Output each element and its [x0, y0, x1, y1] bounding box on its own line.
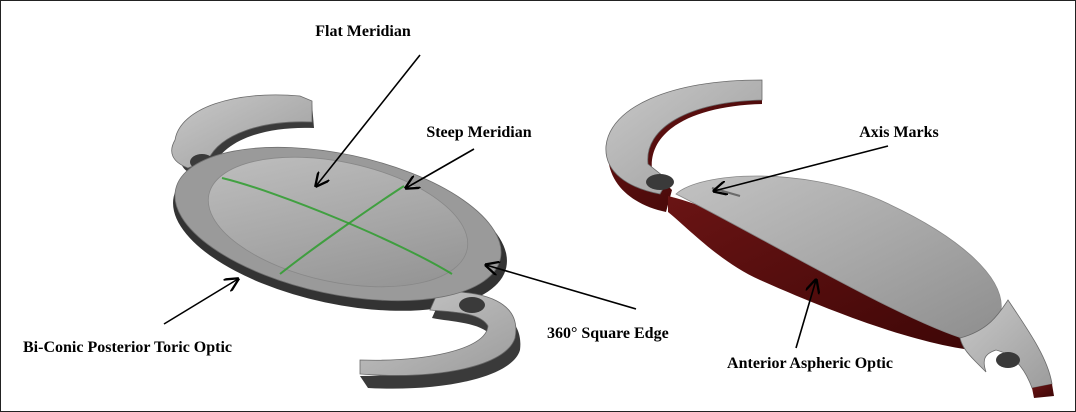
right-aspheric-lens — [605, 79, 1054, 398]
label-anterior-aspheric: Anterior Aspheric Optic — [727, 355, 893, 372]
arrow-steep-meridian — [406, 148, 475, 188]
arrow-axis-marks — [714, 145, 889, 191]
arrow-biconic-posterior — [163, 279, 238, 325]
right-lower-haptic — [959, 299, 1053, 389]
arrow-flat-meridian — [316, 54, 421, 186]
left-haptic-hole-lower — [459, 297, 485, 313]
right-upper-haptic — [605, 79, 763, 195]
left-lower-haptic-side — [360, 300, 521, 389]
right-haptic-hole-lower — [996, 352, 1020, 368]
right-haptic-hole-upper — [646, 174, 674, 190]
label-square-edge: 360° Square Edge — [547, 325, 669, 342]
callout-arrows — [163, 54, 889, 349]
label-axis-marks: Axis Marks — [859, 124, 939, 141]
label-flat-meridian: Flat Meridian — [315, 23, 411, 40]
label-steep-meridian: Steep Meridian — [426, 124, 531, 141]
left-flat-meridian-line — [221, 177, 453, 275]
arrow-anterior-aspheric — [795, 280, 816, 349]
left-upper-haptic — [171, 94, 313, 169]
left-steep-meridian-line — [279, 185, 405, 275]
label-biconic-posterior: Bi-Conic Posterior Toric Optic — [23, 339, 232, 356]
left-lower-haptic — [359, 291, 517, 376]
arrow-square-edge — [486, 265, 637, 310]
right-lower-haptic-side — [1032, 384, 1054, 398]
